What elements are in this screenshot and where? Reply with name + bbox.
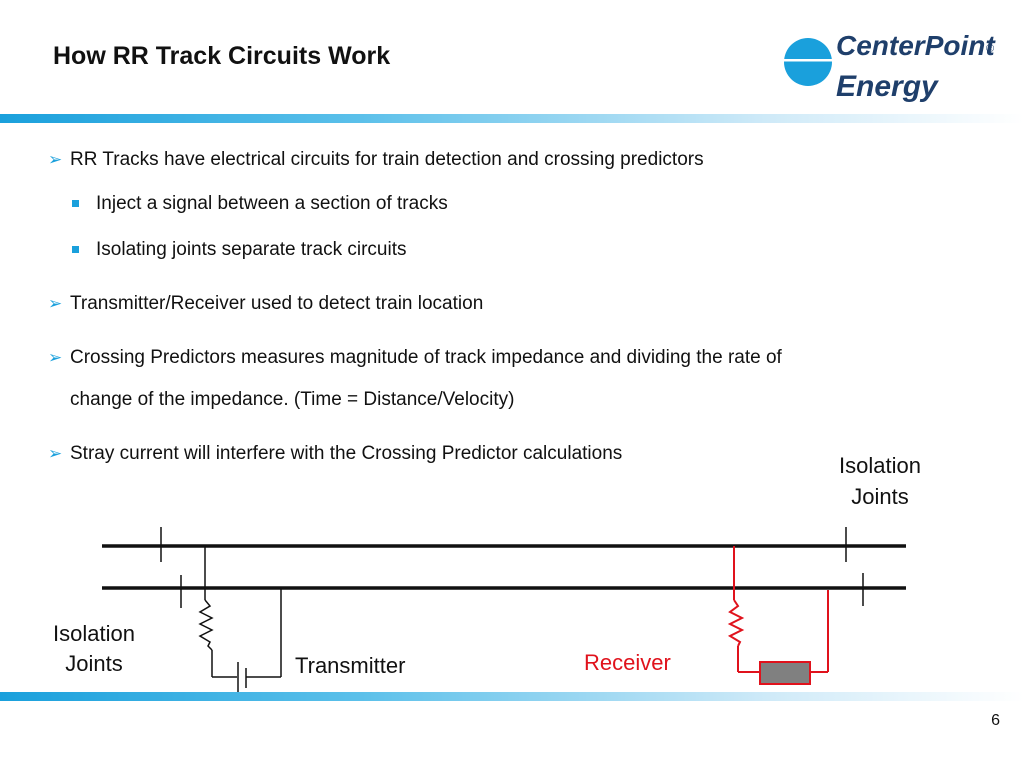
logo-registered-mark: ® [986, 43, 994, 55]
receiver-circuit [727, 546, 829, 673]
page-number: 6 [991, 712, 1000, 729]
track-circuit-diagram: Isolation Joints Isolation Joints Transm… [53, 453, 921, 696]
bullet-item: ➢ Transmitter/Receiver used to detect tr… [48, 284, 483, 324]
slide-title: How RR Track Circuits Work [53, 42, 391, 70]
transmitter-circuit [198, 546, 282, 696]
iso-joints-left-label: Joints [65, 651, 122, 676]
iso-joints-right-label: Isolation [839, 453, 921, 478]
transmitter-label: Transmitter [295, 653, 405, 678]
header-band [0, 114, 1024, 123]
logo-text-centerpoint: CenterPoint [836, 30, 996, 61]
footer-band [0, 692, 1024, 701]
bullet-item: ➢ RR Tracks have electrical circuits for… [48, 140, 704, 180]
receiver-box [759, 661, 811, 685]
logo-circle-icon [784, 38, 832, 86]
arrow-bullet-icon: ➢ [48, 150, 63, 169]
sub-bullet-item: Inject a signal between a section of tra… [72, 184, 448, 224]
bullet-item: ➢ Stray current will interfere with the … [48, 434, 622, 474]
receiver-label: Receiver [584, 650, 671, 675]
arrow-bullet-icon: ➢ [48, 294, 63, 313]
bullet-item: ➢ Crossing Predictors measures magnitude… [48, 338, 782, 378]
iso-joints-right-label: Joints [851, 484, 908, 509]
square-bullet-icon [72, 246, 79, 253]
sub-bullet-item: Isolating joints separate track circuits [72, 230, 406, 270]
square-bullet-icon [72, 200, 79, 207]
arrow-bullet-icon: ➢ [48, 348, 63, 367]
logo-text-energy: Energy [836, 70, 939, 103]
bullet-continuation: change of the impedance. (Time = Distanc… [70, 389, 515, 410]
iso-joints-left-label: Isolation [53, 621, 135, 646]
arrow-bullet-icon: ➢ [48, 444, 63, 463]
centerpoint-logo: CenterPoint ® Energy [784, 30, 996, 103]
